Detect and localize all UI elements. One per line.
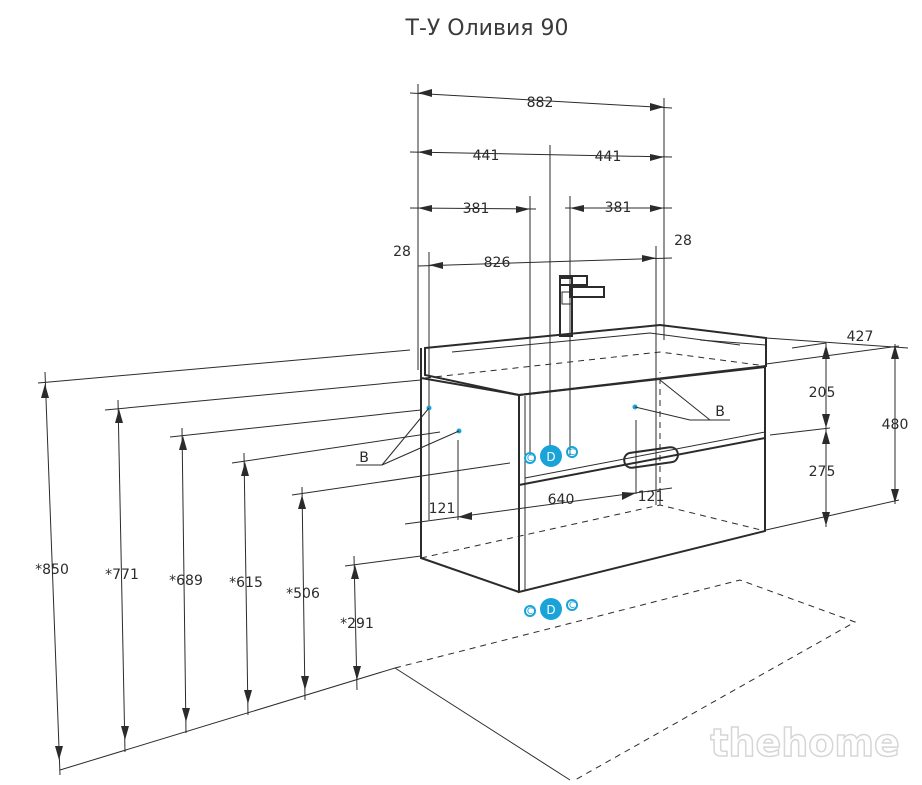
dim-bottom-width: 640	[548, 492, 575, 508]
dim-total-width: 882	[527, 95, 554, 111]
svg-text:C: C	[569, 448, 575, 458]
washbasin	[420, 323, 767, 397]
svg-text:D: D	[546, 603, 555, 617]
connector-group-upper: C D C	[524, 445, 578, 467]
faucet	[559, 275, 605, 337]
svg-text:C: C	[569, 601, 575, 611]
dim-h850: *850	[35, 562, 69, 578]
dim-bottom-left: 121	[429, 501, 456, 517]
dim-h689: *689	[169, 573, 203, 589]
label-b-right: B	[715, 404, 725, 420]
floor-outline	[59, 579, 857, 781]
dim-side-left: 28	[393, 244, 411, 260]
dim-half-right: 441	[595, 149, 622, 165]
dim-h615: *615	[229, 575, 263, 591]
dim-total-height: 480	[882, 417, 909, 433]
svg-text:C: C	[527, 454, 533, 464]
dim-h771: *771	[105, 567, 139, 583]
dim-depth: 427	[847, 329, 874, 345]
dim-side-right: 28	[674, 233, 692, 249]
label-b-left: B	[359, 450, 369, 466]
dim-inner-width: 826	[484, 255, 511, 271]
bottom-dimensions	[404, 420, 673, 525]
svg-text:C: C	[527, 607, 533, 617]
dim-lower-height: 275	[809, 464, 836, 480]
dim-top-height: 205	[809, 385, 836, 401]
svg-text:D: D	[546, 450, 555, 464]
drawing-title: Т-У Оливия 90	[405, 16, 569, 41]
dim-offset-left: 381	[463, 201, 490, 217]
watermark-logo: thehome	[710, 721, 900, 765]
right-dimensions	[765, 337, 909, 531]
dim-offset-right: 381	[605, 200, 632, 216]
dim-h506: *506	[286, 586, 320, 602]
cabinet-body	[420, 365, 766, 594]
left-dimensions	[37, 349, 511, 776]
b-markers	[356, 379, 730, 466]
connector-group-lower: C D C	[524, 598, 578, 620]
dim-half-left: 441	[473, 148, 500, 164]
dim-bottom-right: 121	[638, 489, 665, 505]
dim-h291: *291	[340, 616, 374, 632]
